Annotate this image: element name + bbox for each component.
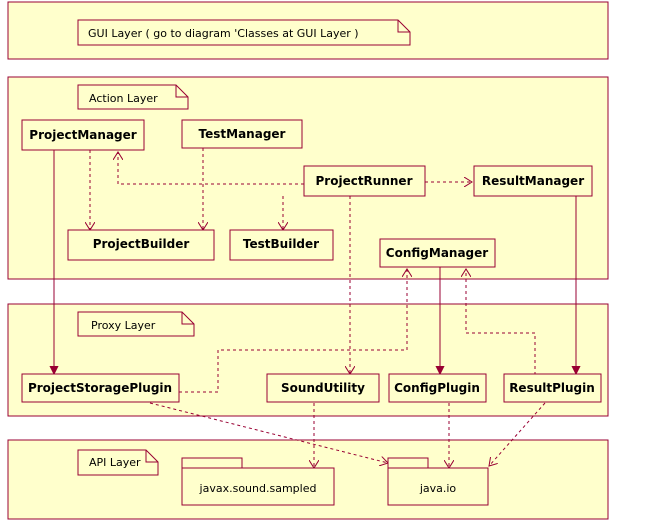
class-configplugin[interactable]: ConfigPlugin xyxy=(388,373,487,403)
class-resultmanager[interactable]: ResultManager xyxy=(473,165,593,197)
link-projectrunner-projectmanager xyxy=(118,152,304,185)
class-projectrunner[interactable]: ProjectRunner xyxy=(303,165,426,197)
link-storageplugin-javaio xyxy=(149,402,388,463)
class-testbuilder[interactable]: TestBuilder xyxy=(229,229,334,261)
package-java-io-label: java.io xyxy=(419,482,457,495)
proxy-layer-note: Proxy Layer xyxy=(77,311,195,337)
link-resultplugin-configmanager xyxy=(466,269,536,375)
class-resultplugin[interactable]: ResultPlugin xyxy=(503,373,602,403)
action-layer-note: Action Layer xyxy=(77,84,189,110)
gui-layer-note: GUI Layer ( go to diagram 'Classes at GU… xyxy=(77,19,411,46)
api-layer-label: API Layer xyxy=(89,456,141,469)
class-projectbuilder-label: ProjectBuilder xyxy=(93,237,190,251)
link-storageplugin-configmanager xyxy=(179,269,407,393)
package-javax-sound-sampled[interactable]: javax.sound.sampled xyxy=(181,457,335,506)
class-soundutility[interactable]: SoundUtility xyxy=(266,373,380,403)
class-testmanager[interactable]: TestManager xyxy=(181,119,303,149)
class-configmanager-label: ConfigManager xyxy=(386,246,488,260)
gui-layer-label: GUI Layer ( go to diagram 'Classes at GU… xyxy=(88,27,359,40)
api-layer-note: API Layer xyxy=(77,449,159,476)
class-projectmanager[interactable]: ProjectManager xyxy=(21,119,145,151)
class-projectrunner-label: ProjectRunner xyxy=(316,174,413,188)
class-configplugin-label: ConfigPlugin xyxy=(394,381,480,395)
link-resultplugin-javaio xyxy=(489,402,546,466)
class-projectbuilder[interactable]: ProjectBuilder xyxy=(67,229,215,261)
class-resultplugin-label: ResultPlugin xyxy=(509,381,595,395)
class-testmanager-label: TestManager xyxy=(199,127,286,141)
class-projectmanager-label: ProjectManager xyxy=(29,128,136,142)
class-soundutility-label: SoundUtility xyxy=(281,381,365,395)
class-projectstorageplugin-label: ProjectStoragePlugin xyxy=(28,381,172,395)
class-testbuilder-label: TestBuilder xyxy=(243,237,319,251)
class-configmanager[interactable]: ConfigManager xyxy=(379,238,496,268)
package-javax-sound-sampled-label: javax.sound.sampled xyxy=(199,482,317,495)
package-java-io[interactable]: java.io xyxy=(387,457,489,506)
proxy-layer-label: Proxy Layer xyxy=(91,319,156,332)
class-projectstorageplugin[interactable]: ProjectStoragePlugin xyxy=(21,373,180,403)
action-layer-label: Action Layer xyxy=(89,92,158,105)
class-resultmanager-label: ResultManager xyxy=(482,174,584,188)
